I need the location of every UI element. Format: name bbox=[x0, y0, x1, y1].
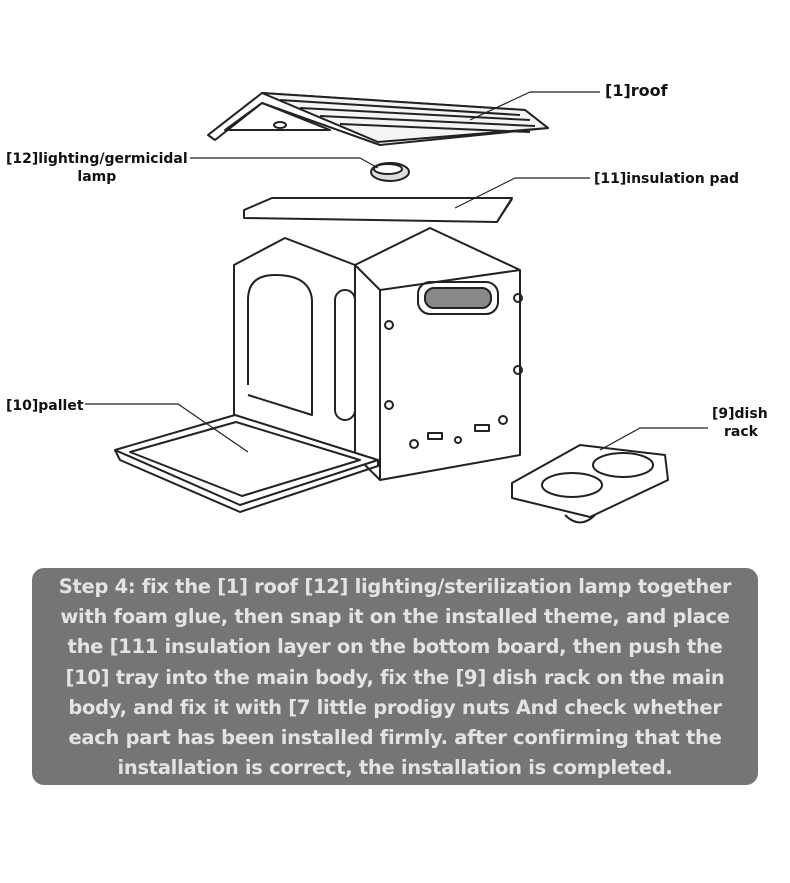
house-body bbox=[233, 227, 523, 481]
instruction-line: body, and fix it with [7 little prodigy … bbox=[68, 695, 722, 719]
insulation-pad bbox=[243, 197, 513, 223]
instruction-line: [10] tray into the main body, fix the [9… bbox=[65, 665, 725, 689]
instruction-box: Step 4: fix the [1] roof [12] lighting/s… bbox=[32, 568, 758, 785]
label-roof: [1]roof bbox=[605, 81, 668, 100]
label-dish-line1: [9]dish bbox=[712, 406, 768, 422]
instruction-line: Step 4: fix the [1] roof [12] lighting/s… bbox=[58, 575, 732, 598]
label-dish-line2: rack bbox=[724, 424, 758, 440]
instruction-line: installation is correct, the installatio… bbox=[117, 756, 673, 780]
label-lamp: [12]lighting/germicidal lamp bbox=[6, 150, 188, 186]
pallet bbox=[114, 414, 379, 513]
exploded-diagram bbox=[85, 91, 708, 524]
roof bbox=[207, 92, 549, 146]
leader-lines bbox=[85, 91, 708, 453]
label-dish-rack: [9]dish rack bbox=[712, 405, 768, 441]
instruction-line: the [111 insulation layer on the bottom … bbox=[67, 635, 723, 659]
instruction-line: with foam glue, then snap it on the inst… bbox=[60, 605, 730, 629]
dish-rack bbox=[511, 444, 669, 524]
label-lamp-line2: lamp bbox=[77, 169, 117, 185]
lighting-lamp bbox=[370, 162, 410, 182]
instruction-line: each part has been installed firmly. aft… bbox=[68, 726, 722, 750]
label-insulation-pad: [11]insulation pad bbox=[594, 171, 740, 187]
label-pallet: [10]pallet bbox=[6, 398, 84, 414]
label-lamp-line1: [12]lighting/germicidal bbox=[6, 151, 188, 167]
